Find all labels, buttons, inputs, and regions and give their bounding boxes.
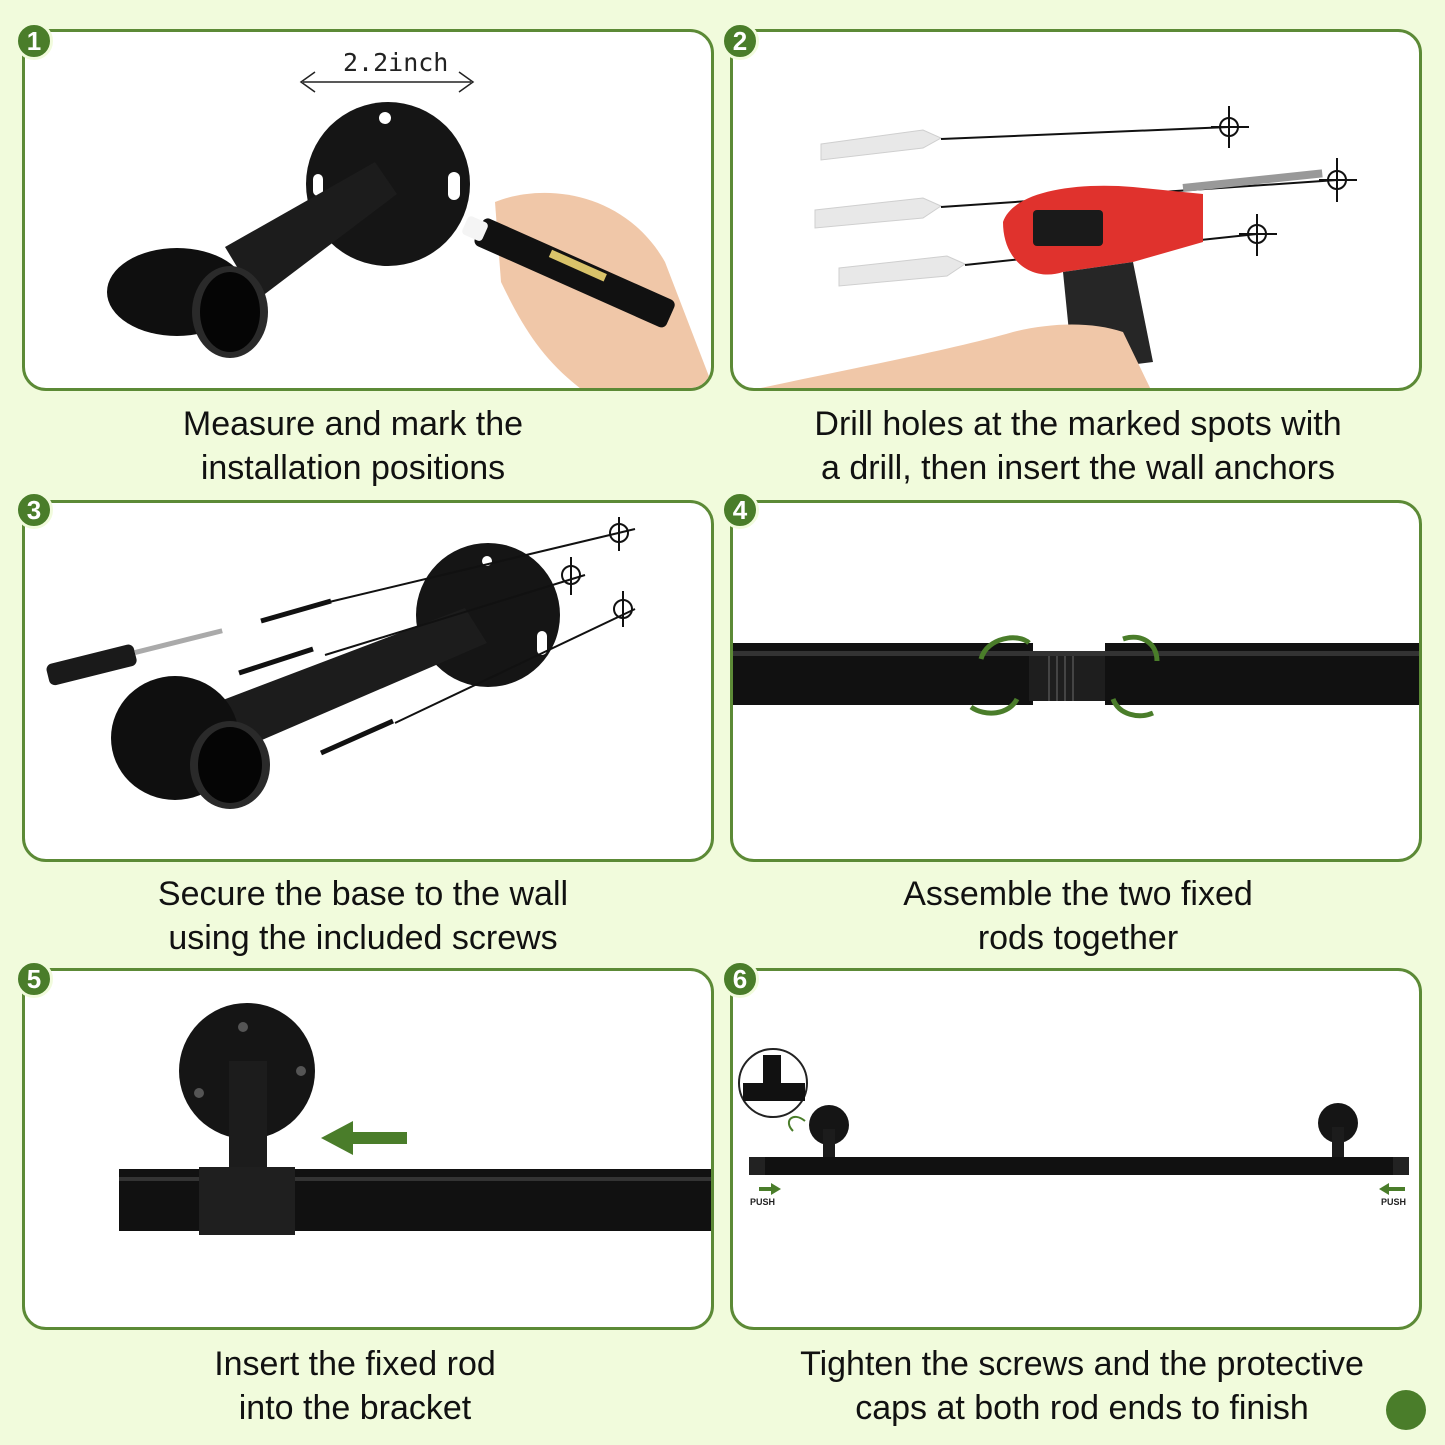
step-number-badge: 2 [721, 22, 759, 60]
step-number-badge: 4 [721, 491, 759, 529]
step-1-image-panel: 2.2inch [22, 29, 714, 391]
drill-anchors-illustration [760, 106, 1357, 388]
step-number-badge: 3 [15, 491, 53, 529]
step-6-image-panel: PUSH PUSH [730, 968, 1422, 1330]
push-label-right: PUSH [1381, 1197, 1407, 1207]
step-number-badge: 1 [15, 22, 53, 60]
step-4-image-panel [730, 500, 1422, 862]
rod-assembly-illustration [733, 634, 1419, 719]
bracket-measure-illustration [107, 71, 711, 388]
rod-insert-illustration [119, 1003, 711, 1235]
step-3-image-panel [22, 500, 714, 862]
push-label-left: PUSH [750, 1197, 776, 1207]
bracket-screws-illustration [46, 517, 636, 809]
decorative-dot [1386, 1390, 1426, 1430]
step-5-image-panel [22, 968, 714, 1330]
dimension-label: 2.2inch [343, 48, 449, 77]
final-installation-illustration [738, 1048, 1409, 1195]
step-number-badge: 6 [721, 960, 759, 998]
step-number-badge: 5 [15, 960, 53, 998]
step-2-image-panel [730, 29, 1422, 391]
